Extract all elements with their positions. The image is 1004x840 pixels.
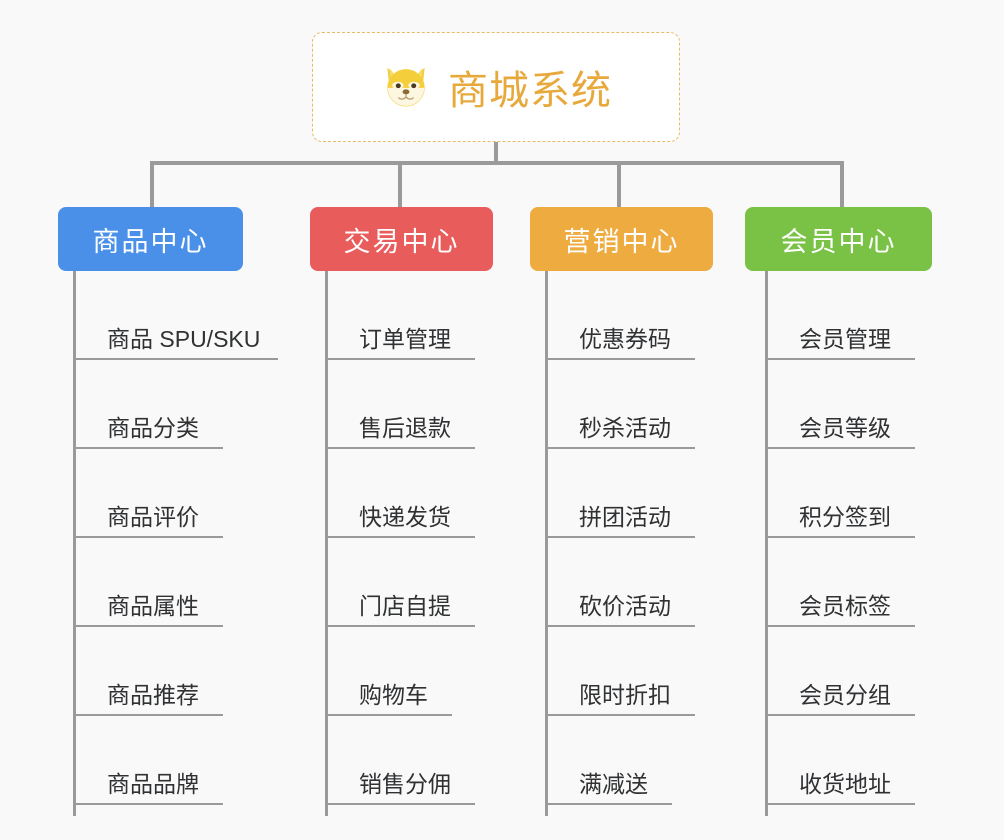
leaf-label: 秒杀活动: [579, 415, 671, 441]
list-item[interactable]: 商品评价: [73, 449, 270, 538]
category-label-3: 会员中心: [780, 226, 897, 257]
leaf-label: 积分签到: [799, 504, 891, 530]
category-box-3[interactable]: 会员中心: [745, 207, 932, 271]
leaf-underline: [325, 625, 475, 627]
list-item[interactable]: 订单管理: [325, 271, 475, 360]
list-item[interactable]: 优惠券码: [545, 271, 695, 360]
leaf-underline: [545, 625, 695, 627]
leaf-label: 快递发货: [359, 504, 451, 530]
category-label-2: 营销中心: [563, 226, 680, 257]
leaf-underline: [765, 536, 915, 538]
list-item[interactable]: 秒杀活动: [545, 360, 695, 449]
leaf-label: 会员标签: [799, 593, 891, 619]
column-trunk-1: [325, 271, 328, 816]
leaf-underline: [325, 803, 475, 805]
leaf-label: 商品 SPU/SKU: [107, 326, 261, 352]
list-item[interactable]: 快递发货: [325, 449, 475, 538]
leaf-underline: [325, 714, 452, 716]
list-item[interactable]: 商品属性: [73, 538, 270, 627]
bus-line: [150, 161, 844, 165]
column-trunk-0: [73, 271, 76, 816]
leaf-underline: [545, 803, 672, 805]
leaf-underline: [765, 447, 915, 449]
category-label-1: 交易中心: [343, 226, 460, 257]
list-item[interactable]: 商品推荐: [73, 627, 270, 716]
leaf-label: 门店自提: [359, 593, 451, 619]
leaf-label: 商品属性: [107, 593, 199, 619]
leaf-label: 商品评价: [107, 504, 199, 530]
leaf-underline: [73, 714, 223, 716]
leaf-label: 订单管理: [359, 326, 451, 352]
list-item[interactable]: 满减送: [545, 716, 681, 805]
leaf-label: 会员等级: [799, 415, 891, 441]
leaf-list-2: 优惠券码 秒杀活动 拼团活动 砍价活动 限时折扣 满减送: [545, 271, 695, 805]
leaf-label: 会员分组: [799, 682, 891, 708]
list-item[interactable]: 售后退款: [325, 360, 475, 449]
leaf-label: 商品推荐: [107, 682, 199, 708]
leaf-label: 商品分类: [107, 415, 199, 441]
category-box-2[interactable]: 营销中心: [530, 207, 713, 271]
drop-line-4: [840, 161, 844, 207]
list-item[interactable]: 会员管理: [765, 271, 915, 360]
leaf-underline: [73, 625, 223, 627]
leaf-list-3: 会员管理 会员等级 积分签到 会员标签 会员分组 收货地址: [765, 271, 915, 805]
leaf-label: 收货地址: [799, 771, 891, 797]
leaf-label: 商品品牌: [107, 771, 199, 797]
list-item[interactable]: 购物车: [325, 627, 461, 716]
list-item[interactable]: 门店自提: [325, 538, 475, 627]
column-trunk-2: [545, 271, 548, 816]
leaf-underline: [73, 803, 223, 805]
leaf-underline: [73, 358, 278, 360]
list-item[interactable]: 商品品牌: [73, 716, 270, 805]
leaf-label: 优惠券码: [579, 326, 671, 352]
list-item[interactable]: 砍价活动: [545, 538, 695, 627]
list-item[interactable]: 收货地址: [765, 716, 915, 805]
drop-line-2: [398, 161, 402, 207]
leaf-underline: [73, 536, 223, 538]
list-item[interactable]: 销售分佣: [325, 716, 475, 805]
leaf-underline: [765, 714, 915, 716]
leaf-underline: [325, 447, 475, 449]
root-title: 商城系统: [448, 69, 612, 113]
leaf-underline: [545, 536, 695, 538]
leaf-underline: [73, 447, 223, 449]
category-box-1[interactable]: 交易中心: [310, 207, 493, 271]
list-item[interactable]: 限时折扣: [545, 627, 695, 716]
leaf-label: 限时折扣: [579, 682, 671, 708]
column-trunk-3: [765, 271, 768, 816]
leaf-underline: [325, 358, 475, 360]
list-item[interactable]: 会员标签: [765, 538, 915, 627]
leaf-label: 砍价活动: [579, 593, 671, 619]
leaf-underline: [325, 536, 475, 538]
leaf-label: 拼团活动: [579, 504, 671, 530]
drop-line-1: [150, 161, 154, 207]
leaf-label: 会员管理: [799, 326, 891, 352]
leaf-underline: [765, 625, 915, 627]
root-stem-line: [494, 142, 498, 163]
leaf-list-1: 订单管理 售后退款 快递发货 门店自提 购物车 销售分佣: [325, 271, 475, 805]
list-item[interactable]: 商品分类: [73, 360, 270, 449]
list-item[interactable]: 商品 SPU/SKU: [73, 271, 278, 360]
list-item[interactable]: 会员等级: [765, 360, 915, 449]
leaf-underline: [545, 358, 695, 360]
leaf-label: 购物车: [359, 682, 428, 708]
leaf-underline: [765, 358, 915, 360]
shiba-dog-face-icon: [380, 61, 432, 113]
leaf-list-0: 商品 SPU/SKU 商品分类 商品评价 商品属性 商品推荐 商品品牌: [73, 271, 278, 805]
list-item[interactable]: 会员分组: [765, 627, 915, 716]
leaf-underline: [765, 803, 915, 805]
leaf-label: 销售分佣: [359, 771, 451, 797]
leaf-underline: [545, 447, 695, 449]
category-box-0[interactable]: 商品中心: [58, 207, 243, 271]
category-label-0: 商品中心: [92, 226, 209, 257]
list-item[interactable]: 拼团活动: [545, 449, 695, 538]
leaf-label: 满减送: [579, 771, 648, 797]
drop-line-3: [617, 161, 621, 207]
root-node[interactable]: 商城系统: [312, 32, 680, 142]
leaf-label: 售后退款: [359, 415, 451, 441]
leaf-underline: [545, 714, 695, 716]
list-item[interactable]: 积分签到: [765, 449, 915, 538]
